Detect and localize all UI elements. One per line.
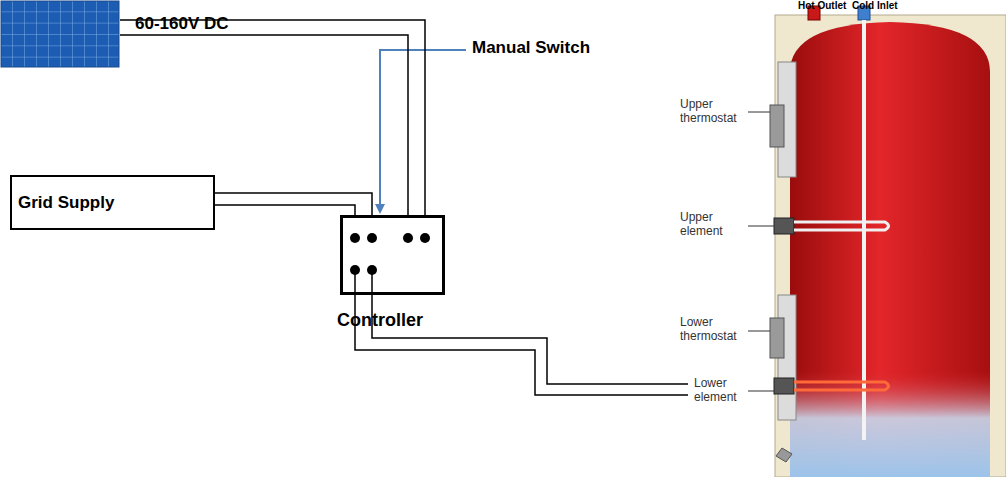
water-heater [770, 6, 1006, 477]
part-label: Upper element [680, 211, 746, 239]
wire [215, 205, 355, 215]
terminal-dots [340, 215, 445, 295]
part-label: Lower thermostat [680, 316, 746, 344]
part-label: Cold Inlet [852, 0, 898, 12]
leader-line [748, 112, 774, 391]
node-label: Controller [337, 310, 423, 331]
node-label: Grid Supply [18, 193, 114, 213]
solar-panel [1, 1, 119, 67]
part-label: Manual Switch [472, 38, 590, 58]
wire-pair [120, 20, 425, 215]
supply-box: Grid Supply [10, 175, 215, 230]
wire [215, 193, 372, 215]
solar-panel-node: 60-160V DC [0, 0, 120, 68]
part-label: Upper thermostat [680, 98, 746, 126]
wire [120, 35, 408, 215]
part-label: Lower element [694, 377, 748, 405]
wire-pair [215, 193, 372, 215]
switch-pointer [380, 50, 466, 212]
element-wire [355, 270, 688, 395]
node-label: 60-160V DC [135, 14, 229, 34]
part-label: Hot Outlet [798, 0, 846, 12]
controller-box: Controller [340, 215, 445, 295]
wire [120, 20, 425, 215]
